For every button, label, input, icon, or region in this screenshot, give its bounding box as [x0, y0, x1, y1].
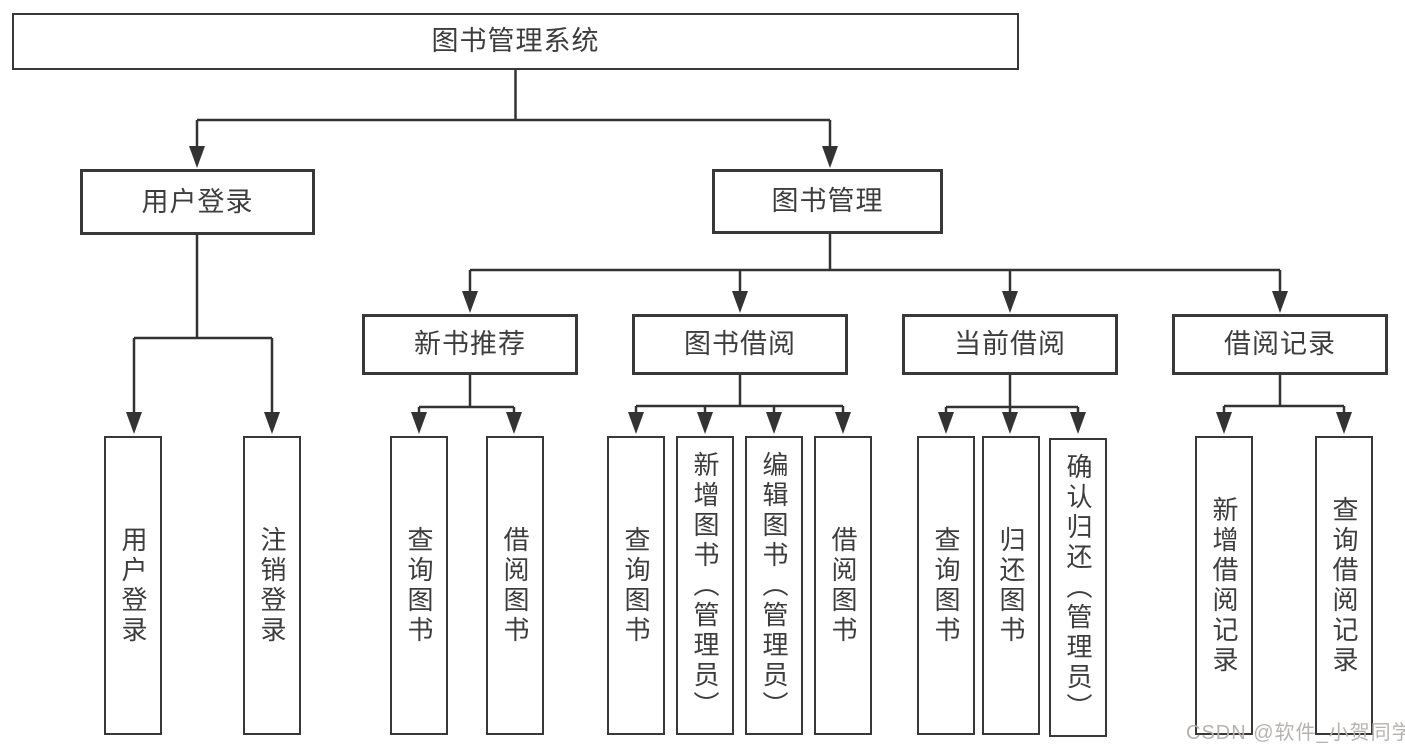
node-leaf-add-borrow-record: 新增借阅记录: [1195, 436, 1253, 735]
node-label: 图书管理: [771, 186, 884, 216]
arrowhead-icon: [1216, 412, 1232, 434]
node-new-book-recommend: 新书推荐: [362, 314, 578, 375]
node-label: 查询图书: [621, 525, 651, 646]
node-label: 借阅图书: [500, 525, 530, 646]
arrowhead-icon: [628, 412, 644, 434]
node-leaf-query-borrow-record: 查询借阅记录: [1315, 436, 1373, 735]
arrowhead-icon: [411, 412, 427, 434]
arrowhead-icon: [697, 412, 713, 434]
arrowhead-icon: [189, 146, 205, 168]
node-borrow-records: 借阅记录: [1172, 314, 1388, 375]
node-book-management: 图书管理: [712, 169, 943, 234]
node-label: 用户登录: [118, 525, 148, 646]
arrowhead-icon: [1002, 412, 1018, 434]
node-current-borrow: 当前借阅: [902, 314, 1118, 375]
arrowhead-icon: [1070, 412, 1086, 434]
node-label: 新增图书（管理员）: [690, 450, 720, 721]
node-leaf-borrow-book-2: 借阅图书: [814, 436, 872, 735]
node-leaf-borrow-book-1: 借阅图书: [486, 436, 544, 735]
csdn-watermark: CSDN @软件_小贺同学: [1186, 722, 1405, 744]
arrowhead-icon: [938, 412, 954, 434]
arrowhead-icon: [506, 412, 522, 434]
node-user-login: 用户登录: [80, 169, 315, 235]
node-label: 借阅图书: [828, 525, 858, 646]
node-leaf-query-book-3: 查询图书: [917, 436, 975, 735]
node-leaf-add-book-admin: 新增图书（管理员）: [676, 436, 734, 735]
node-label: 新书推荐: [414, 329, 526, 359]
node-label: 当前借阅: [954, 329, 1066, 359]
node-leaf-user-login: 用户登录: [104, 436, 162, 735]
node-label: 查询图书: [404, 525, 434, 646]
node-label: 借阅记录: [1224, 329, 1336, 359]
node-label: 用户登录: [141, 186, 254, 217]
node-label: 归还图书: [996, 525, 1026, 646]
node-label: 查询借阅记录: [1329, 495, 1359, 676]
arrowhead-icon: [732, 291, 748, 313]
node-label: 新增借阅记录: [1209, 495, 1239, 676]
node-leaf-confirm-return-admin: 确认归还（管理员）: [1049, 438, 1107, 737]
arrowhead-icon: [264, 412, 280, 434]
node-leaf-edit-book-admin: 编辑图书（管理员）: [745, 436, 803, 735]
arrowhead-icon: [766, 412, 782, 434]
arrowhead-icon: [1336, 412, 1352, 434]
node-label: 确认归还（管理员）: [1063, 452, 1093, 723]
arrowhead-icon: [822, 146, 838, 168]
arrowhead-icon: [126, 412, 142, 434]
node-root: 图书管理系统: [12, 13, 1019, 70]
arrowhead-icon: [462, 291, 478, 313]
arrowhead-icon: [1002, 291, 1018, 313]
node-label: 图书借阅: [684, 329, 796, 359]
node-leaf-query-book-2: 查询图书: [607, 436, 665, 735]
node-leaf-return-book: 归还图书: [982, 436, 1040, 735]
node-label: 图书管理系统: [431, 26, 600, 56]
node-label: 注销登录: [257, 525, 287, 646]
arrowhead-icon: [1272, 291, 1288, 313]
node-leaf-logout: 注销登录: [243, 436, 301, 735]
arrowhead-icon: [835, 412, 851, 434]
node-label: 查询图书: [931, 525, 961, 646]
node-leaf-query-book-1: 查询图书: [390, 436, 448, 735]
node-label: 编辑图书（管理员）: [759, 450, 789, 721]
node-book-borrow: 图书借阅: [632, 314, 848, 375]
